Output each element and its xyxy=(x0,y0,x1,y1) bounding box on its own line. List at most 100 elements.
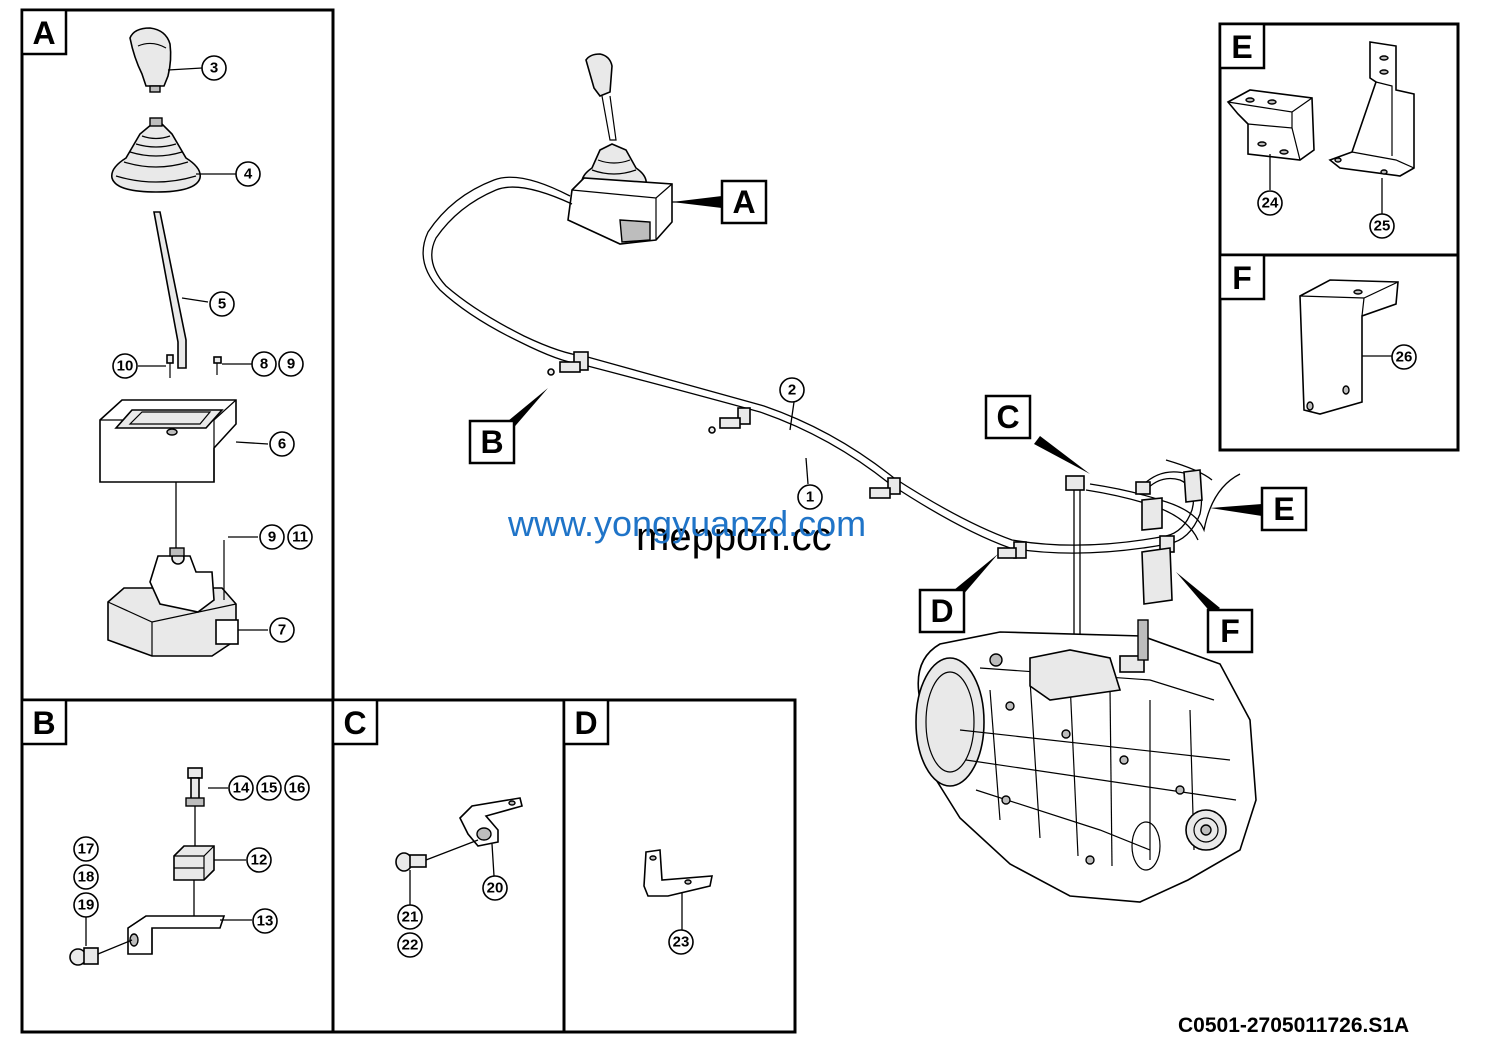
svg-text:26: 26 xyxy=(1396,349,1413,366)
callout-19: 19 xyxy=(73,892,99,918)
callout-14: 14 xyxy=(228,775,254,801)
svg-text:24: 24 xyxy=(1262,195,1279,212)
panel-c-frame xyxy=(331,698,566,1034)
panel-b-letter: B xyxy=(32,705,55,741)
main-label-d: D xyxy=(918,588,966,634)
svg-text:17: 17 xyxy=(78,841,95,858)
svg-text:12: 12 xyxy=(251,852,268,869)
panel-b-drawing: 14 15 16 12 13 17 18 19 xyxy=(69,767,310,966)
callout-cable-2: 2 xyxy=(779,377,805,403)
main-label-a: A xyxy=(720,179,768,225)
callout-3: 3 xyxy=(201,55,227,81)
callout-23: 23 xyxy=(668,929,694,955)
svg-text:5: 5 xyxy=(218,296,226,313)
svg-text:14: 14 xyxy=(233,780,250,797)
panel-b-tab: B xyxy=(20,698,68,746)
callout-13: 13 xyxy=(252,908,278,934)
clamp-12 xyxy=(173,845,215,881)
shift-boot xyxy=(110,117,202,193)
panel-a-letter: A xyxy=(32,15,55,51)
callout-15: 15 xyxy=(256,775,282,801)
cable-clips xyxy=(547,351,1203,605)
panel-e-drawing: 24 25 xyxy=(1226,41,1415,239)
svg-text:4: 4 xyxy=(244,166,253,183)
panel-e-tab: E xyxy=(1218,22,1266,70)
panel-a-drawing: 3 4 5 10 8 9 6 9 11 7 xyxy=(99,27,313,657)
main-label-f: F xyxy=(1206,608,1254,654)
panel-f-drawing: 26 xyxy=(1299,279,1417,415)
watermark-secondary: meppon.cc xyxy=(636,515,832,559)
svg-text:18: 18 xyxy=(78,869,95,886)
svg-text:15: 15 xyxy=(261,780,278,797)
svg-text:9: 9 xyxy=(287,356,295,373)
panel-f-tab: F xyxy=(1218,253,1266,301)
bolt-21 xyxy=(395,852,427,872)
svg-text:16: 16 xyxy=(289,780,306,797)
svg-text:1: 1 xyxy=(806,489,814,506)
shift-cables xyxy=(422,176,1241,554)
callout-cable-1: 1 xyxy=(797,484,823,510)
svg-text:A: A xyxy=(732,184,755,220)
main-view: A B C D E F 2 xyxy=(422,53,1308,903)
shift-base xyxy=(107,540,239,657)
shift-lever xyxy=(153,211,187,369)
panel-a-tab: A xyxy=(20,8,68,56)
svg-text:22: 22 xyxy=(402,937,419,954)
svg-text:7: 7 xyxy=(278,622,286,639)
svg-text:E: E xyxy=(1273,491,1294,527)
shift-housing xyxy=(99,399,237,483)
panel-frames xyxy=(20,8,1460,1034)
svg-text:2: 2 xyxy=(788,382,796,399)
svg-text:B: B xyxy=(480,424,503,460)
callout-16: 16 xyxy=(284,775,310,801)
svg-text:25: 25 xyxy=(1374,218,1391,235)
svg-text:F: F xyxy=(1220,613,1240,649)
callout-8: 8 xyxy=(251,351,277,377)
bolt-14 xyxy=(185,767,205,807)
callout-18: 18 xyxy=(73,864,99,890)
callout-5: 5 xyxy=(209,291,235,317)
panel-d-tab: D xyxy=(562,698,610,746)
main-label-e: E xyxy=(1260,486,1308,532)
panel-f-frame xyxy=(1218,253,1460,452)
callout-9b: 9 xyxy=(259,524,285,550)
callout-24: 24 xyxy=(1257,190,1283,216)
bolt-17 xyxy=(69,947,99,966)
callout-9a: 9 xyxy=(278,351,304,377)
screw-10 xyxy=(166,354,174,378)
panel-c-letter: C xyxy=(343,705,366,741)
bracket-24 xyxy=(1226,89,1315,161)
svg-text:6: 6 xyxy=(278,436,286,453)
drawing-code: C0501-2705011726.S1A xyxy=(1178,1014,1409,1037)
callout-11: 11 xyxy=(287,524,313,550)
svg-text:19: 19 xyxy=(78,897,95,914)
callout-22: 22 xyxy=(397,932,423,958)
panel-f-letter: F xyxy=(1232,260,1252,296)
panel-d-drawing: 23 xyxy=(643,849,713,955)
panel-c-drawing: 20 21 22 xyxy=(395,797,523,958)
callout-20: 20 xyxy=(482,875,508,901)
svg-text:3: 3 xyxy=(210,60,218,77)
svg-text:20: 20 xyxy=(487,880,504,897)
callout-10: 10 xyxy=(112,353,138,379)
callout-25: 25 xyxy=(1369,213,1395,239)
callout-6: 6 xyxy=(269,431,295,457)
bracket-13 xyxy=(127,915,226,955)
shift-knob xyxy=(129,27,172,87)
main-label-c: C xyxy=(984,394,1032,440)
callout-21: 21 xyxy=(397,904,423,930)
callout-26: 26 xyxy=(1391,344,1417,370)
bracket-23 xyxy=(643,849,713,897)
main-label-b: B xyxy=(468,419,516,465)
svg-text:23: 23 xyxy=(673,934,690,951)
panel-e-letter: E xyxy=(1231,29,1252,65)
svg-text:10: 10 xyxy=(117,358,134,375)
svg-text:21: 21 xyxy=(402,909,419,926)
svg-text:11: 11 xyxy=(292,529,308,546)
svg-text:9: 9 xyxy=(268,529,276,546)
svg-text:D: D xyxy=(930,593,953,629)
callout-7: 7 xyxy=(269,617,295,643)
callout-4: 4 xyxy=(235,161,261,187)
screw-8 xyxy=(213,356,222,375)
